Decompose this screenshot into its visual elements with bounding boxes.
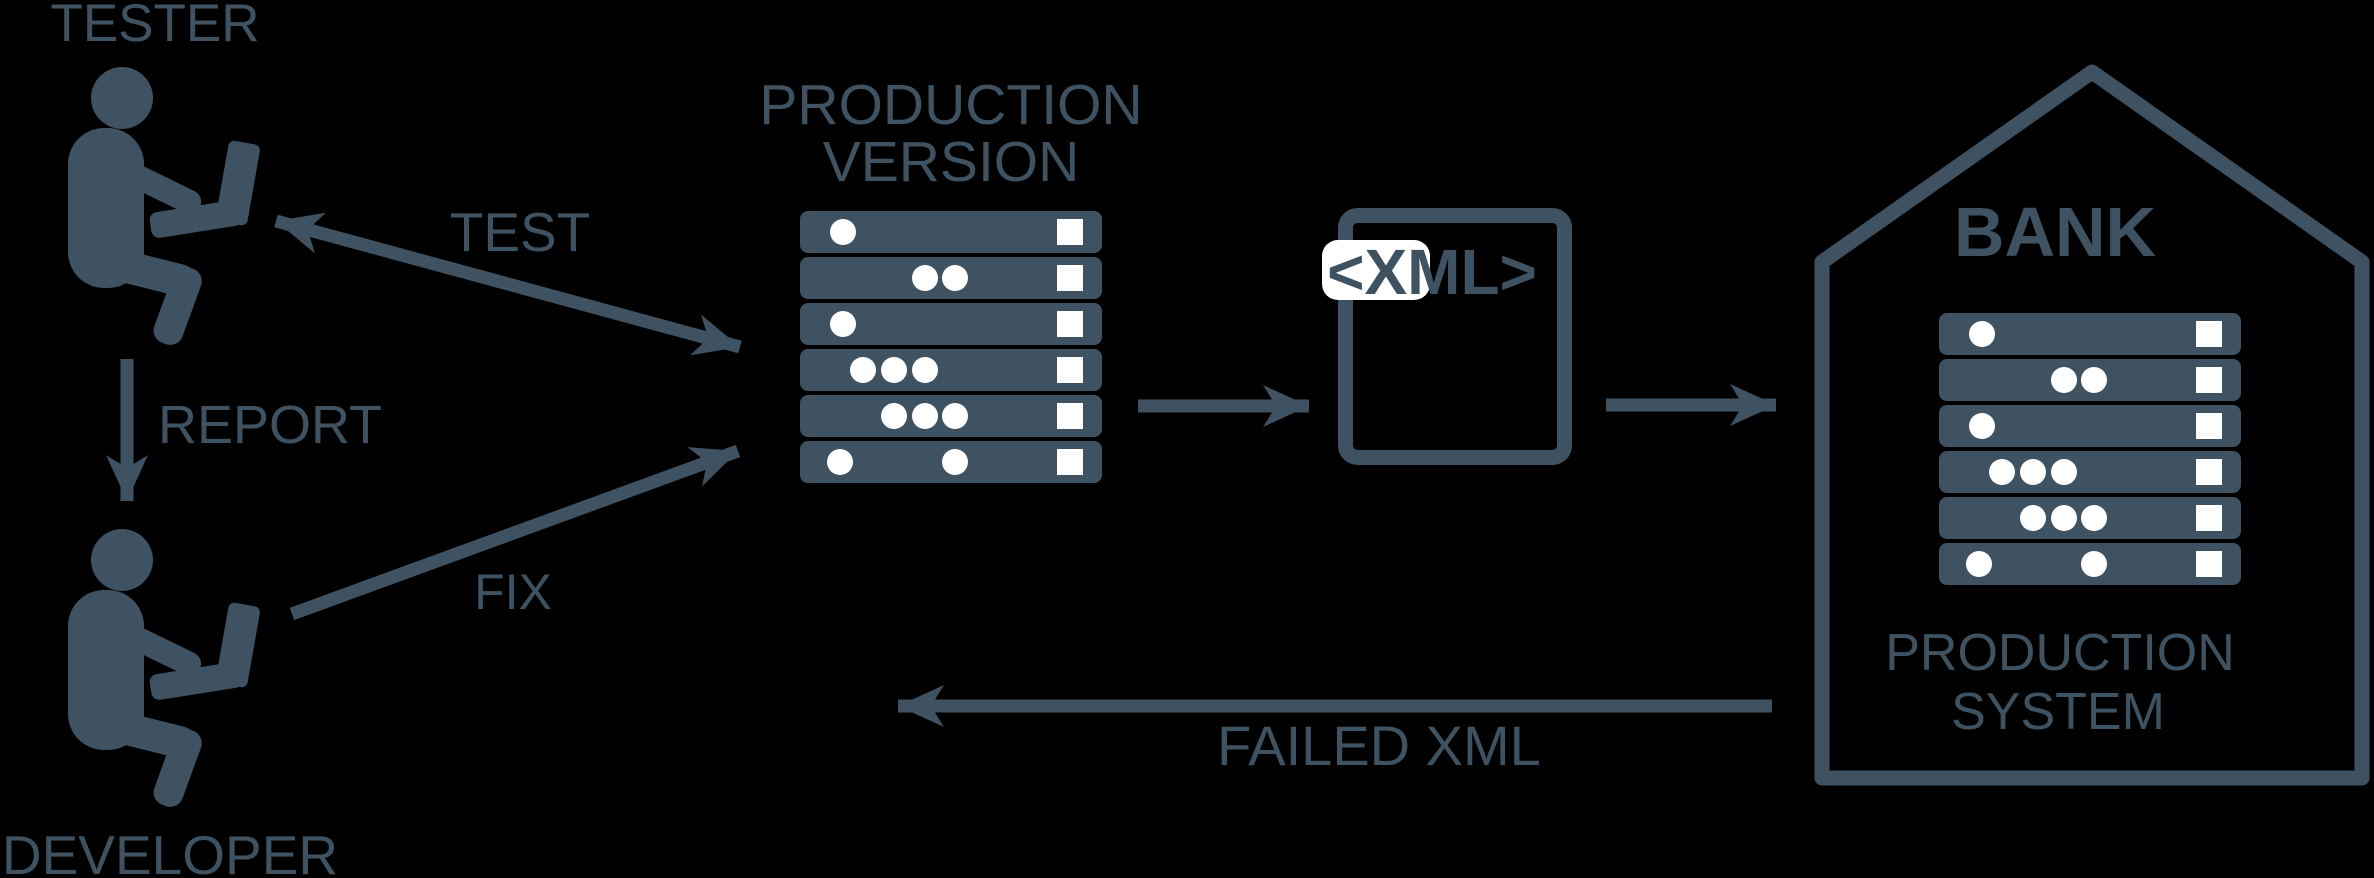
xml-badge-label: <XML> xyxy=(1327,236,1537,308)
xml-badge xyxy=(1322,240,1430,300)
test-arrow xyxy=(274,212,742,356)
fix-label: FIX xyxy=(474,564,552,620)
production-version-rack-icon xyxy=(800,211,1102,483)
failed-xml-label: FAILED XML xyxy=(1217,714,1541,777)
production-version-label-line1: PRODUCTION xyxy=(759,73,1142,137)
developer-icon xyxy=(68,529,261,811)
tester-label: TESTER xyxy=(50,0,259,53)
bank-rack-icon xyxy=(1939,313,2241,585)
production-version-label-line2: VERSION xyxy=(823,130,1080,194)
xml-document-icon xyxy=(1338,208,1572,465)
report-label: REPORT xyxy=(158,395,382,455)
fix-arrow xyxy=(289,444,741,621)
production-system-label-line2: SYSTEM xyxy=(1951,683,2165,741)
developer-label: DEVELOPER xyxy=(2,824,338,878)
bank-building-icon xyxy=(1814,64,2370,786)
bank-label: BANK xyxy=(1954,193,2156,271)
production-system-label-line1: PRODUCTION xyxy=(1885,624,2235,682)
test-label: TEST xyxy=(450,201,591,263)
tester-icon xyxy=(68,67,261,349)
